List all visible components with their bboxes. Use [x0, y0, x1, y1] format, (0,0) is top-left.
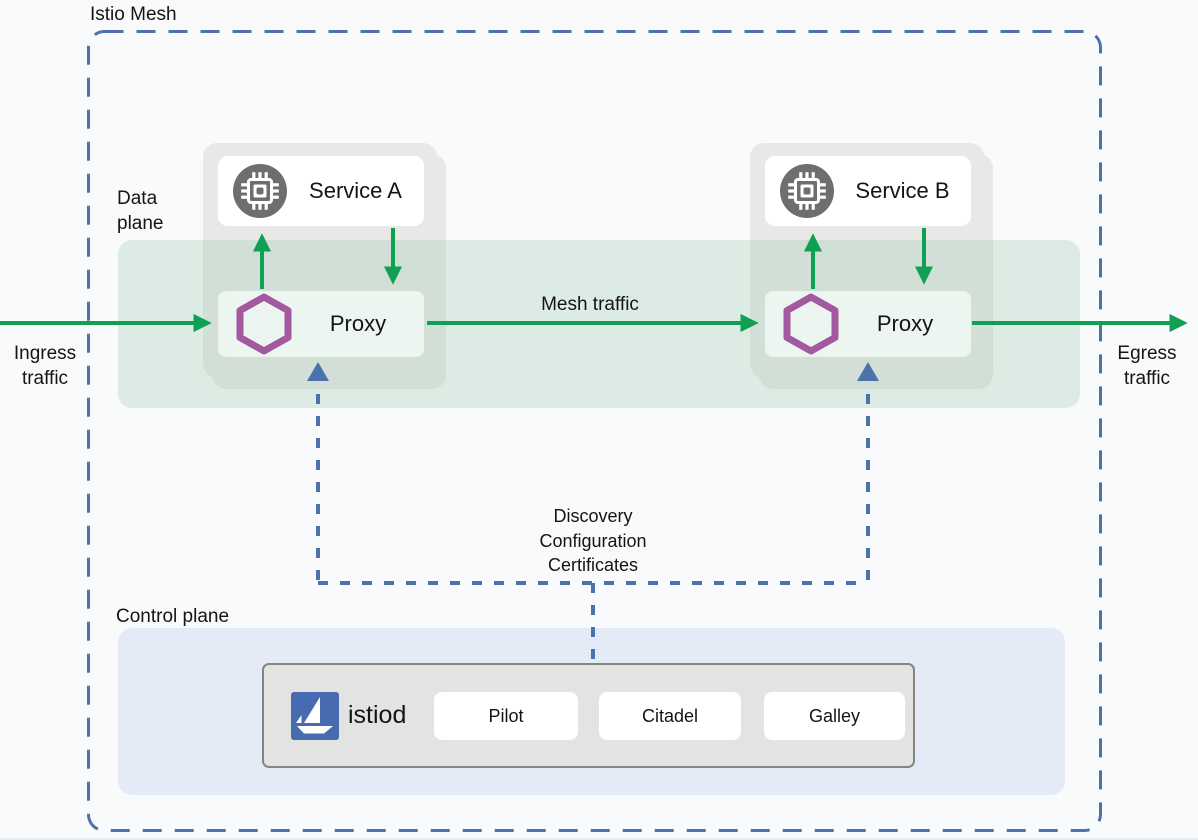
page-bottom-divider: [0, 838, 1198, 840]
control-plane-label: Control plane: [116, 606, 230, 627]
proxy-a-label: Proxy: [329, 311, 387, 336]
proxy-b-node: Proxy: [765, 291, 971, 357]
data-plane-label: Data plane: [117, 188, 164, 234]
service-b-label: Service B: [855, 178, 950, 203]
ingress-traffic-label: Ingress traffic: [13, 343, 77, 389]
istiod-label: istiod: [348, 701, 407, 729]
service-b-node: Service B: [765, 156, 971, 226]
discovery-configuration-certificates-label: Discovery Configuration Certificates: [539, 506, 647, 575]
mesh-traffic-label: Mesh traffic: [541, 294, 639, 315]
egress-traffic-label: Egress traffic: [1117, 343, 1177, 389]
component-citadel: Citadel: [599, 692, 741, 740]
proxy-a-node: Proxy: [218, 291, 424, 357]
microchip-icon: [233, 164, 287, 218]
istio-logo-icon: [291, 692, 339, 740]
istio-mesh-title: Istio Mesh: [90, 4, 177, 25]
component-pilot: Pilot: [434, 692, 578, 740]
component-galley: Galley: [764, 692, 905, 740]
istiod-node: istiod Pilot Citadel Galley: [262, 663, 915, 768]
envoy-hexagon-icon: [236, 293, 292, 355]
service-a-node: Service A: [218, 156, 424, 226]
envoy-hexagon-icon: [783, 293, 839, 355]
microchip-icon: [780, 164, 834, 218]
service-a-label: Service A: [309, 178, 402, 203]
proxy-b-label: Proxy: [876, 311, 934, 336]
